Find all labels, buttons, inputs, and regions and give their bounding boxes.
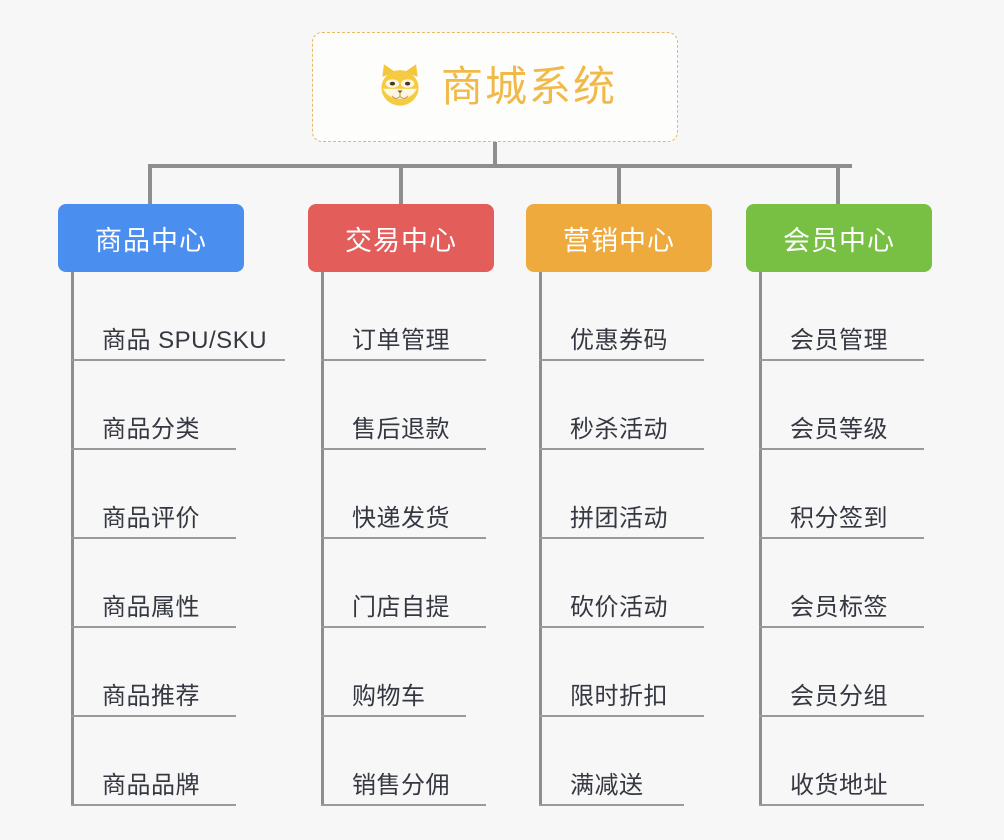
leaf-item[interactable]: 积分签到 bbox=[759, 450, 924, 539]
leaf-item[interactable]: 商品推荐 bbox=[71, 628, 236, 717]
leaf-label: 会员等级 bbox=[790, 415, 888, 443]
leaf-item[interactable]: 优惠券码 bbox=[539, 272, 704, 361]
leaf-label: 优惠券码 bbox=[570, 326, 668, 354]
leaf-label: 秒杀活动 bbox=[570, 415, 668, 443]
leaf-item[interactable]: 门店自提 bbox=[321, 539, 486, 628]
leaf-item[interactable]: 秒杀活动 bbox=[539, 361, 704, 450]
leaf-item[interactable]: 拼团活动 bbox=[539, 450, 704, 539]
leaf-item[interactable]: 购物车 bbox=[321, 628, 466, 717]
leaf-label: 收货地址 bbox=[790, 771, 888, 799]
leaf-item[interactable]: 会员分组 bbox=[759, 628, 924, 717]
branch-trade-center: 交易中心 订单管理 售后退款 快递发货 门店自提 购物车 销售分佣 bbox=[308, 204, 494, 806]
trunk-line bbox=[759, 272, 762, 806]
leaf-label: 满减送 bbox=[570, 771, 644, 799]
trunk-line bbox=[539, 272, 542, 806]
leaf-item[interactable]: 满减送 bbox=[539, 717, 684, 806]
leaf-item[interactable]: 快递发货 bbox=[321, 450, 486, 539]
root-node[interactable]: 商城系统 bbox=[312, 32, 678, 142]
leaf-stack-member-center: 会员管理 会员等级 积分签到 会员标签 会员分组 收货地址 bbox=[759, 272, 932, 806]
leaf-label: 拼团活动 bbox=[570, 504, 668, 532]
leaf-item[interactable]: 会员管理 bbox=[759, 272, 924, 361]
trunk-line bbox=[71, 272, 74, 806]
leaf-label: 会员分组 bbox=[790, 682, 888, 710]
leaf-label: 砍价活动 bbox=[570, 593, 668, 621]
leaf-label: 购物车 bbox=[352, 682, 426, 710]
category-label: 会员中心 bbox=[783, 225, 895, 256]
connector-horizontal-bus bbox=[148, 164, 852, 168]
leaf-label: 商品分类 bbox=[102, 415, 200, 443]
branch-product-center: 商品中心 商品 SPU/SKU 商品分类 商品评价 商品属性 商品推荐 商品品牌 bbox=[58, 204, 285, 806]
connector-drop-2 bbox=[399, 164, 403, 204]
connector-root-stem bbox=[493, 142, 497, 166]
leaf-stack-trade-center: 订单管理 售后退款 快递发货 门店自提 购物车 销售分佣 bbox=[321, 272, 494, 806]
category-label: 营销中心 bbox=[563, 225, 675, 256]
leaf-item[interactable]: 限时折扣 bbox=[539, 628, 704, 717]
leaf-item[interactable]: 商品属性 bbox=[71, 539, 236, 628]
branch-member-center: 会员中心 会员管理 会员等级 积分签到 会员标签 会员分组 收货地址 bbox=[746, 204, 932, 806]
leaf-item[interactable]: 收货地址 bbox=[759, 717, 924, 806]
leaf-label: 商品属性 bbox=[102, 593, 200, 621]
leaf-stack-product-center: 商品 SPU/SKU 商品分类 商品评价 商品属性 商品推荐 商品品牌 bbox=[71, 272, 285, 806]
leaf-label: 会员标签 bbox=[790, 593, 888, 621]
category-label: 商品中心 bbox=[95, 225, 207, 256]
branch-marketing-center: 营销中心 优惠券码 秒杀活动 拼团活动 砍价活动 限时折扣 满减送 bbox=[526, 204, 712, 806]
leaf-item[interactable]: 砍价活动 bbox=[539, 539, 704, 628]
leaf-stack-marketing-center: 优惠券码 秒杀活动 拼团活动 砍价活动 限时折扣 满减送 bbox=[539, 272, 712, 806]
category-header-trade-center[interactable]: 交易中心 bbox=[308, 204, 494, 272]
leaf-item[interactable]: 商品品牌 bbox=[71, 717, 236, 806]
leaf-label: 会员管理 bbox=[790, 326, 888, 354]
leaf-item[interactable]: 售后退款 bbox=[321, 361, 486, 450]
leaf-item[interactable]: 销售分佣 bbox=[321, 717, 486, 806]
category-label: 交易中心 bbox=[345, 225, 457, 256]
leaf-label: 积分签到 bbox=[790, 504, 888, 532]
leaf-label: 快递发货 bbox=[352, 504, 450, 532]
leaf-label: 销售分佣 bbox=[352, 771, 450, 799]
leaf-item[interactable]: 商品评价 bbox=[71, 450, 236, 539]
category-header-marketing-center[interactable]: 营销中心 bbox=[526, 204, 712, 272]
leaf-item[interactable]: 订单管理 bbox=[321, 272, 486, 361]
shiba-dog-icon bbox=[373, 60, 427, 114]
connector-drop-1 bbox=[148, 164, 152, 204]
leaf-label: 商品 SPU/SKU bbox=[102, 326, 268, 354]
leaf-label: 限时折扣 bbox=[570, 682, 668, 710]
category-header-member-center[interactable]: 会员中心 bbox=[746, 204, 932, 272]
leaf-label: 商品品牌 bbox=[102, 771, 200, 799]
leaf-label: 订单管理 bbox=[352, 326, 450, 354]
leaf-label: 商品评价 bbox=[102, 504, 200, 532]
connector-drop-3 bbox=[617, 164, 621, 204]
root-title: 商城系统 bbox=[440, 63, 617, 110]
category-header-product-center[interactable]: 商品中心 bbox=[58, 204, 244, 272]
leaf-item[interactable]: 会员标签 bbox=[759, 539, 924, 628]
leaf-label: 门店自提 bbox=[352, 593, 450, 621]
trunk-line bbox=[321, 272, 324, 806]
leaf-label: 商品推荐 bbox=[102, 682, 200, 710]
leaf-item[interactable]: 商品分类 bbox=[71, 361, 236, 450]
connector-drop-4 bbox=[836, 164, 840, 204]
leaf-label: 售后退款 bbox=[352, 415, 450, 443]
leaf-item[interactable]: 会员等级 bbox=[759, 361, 924, 450]
leaf-item[interactable]: 商品 SPU/SKU bbox=[71, 272, 285, 361]
